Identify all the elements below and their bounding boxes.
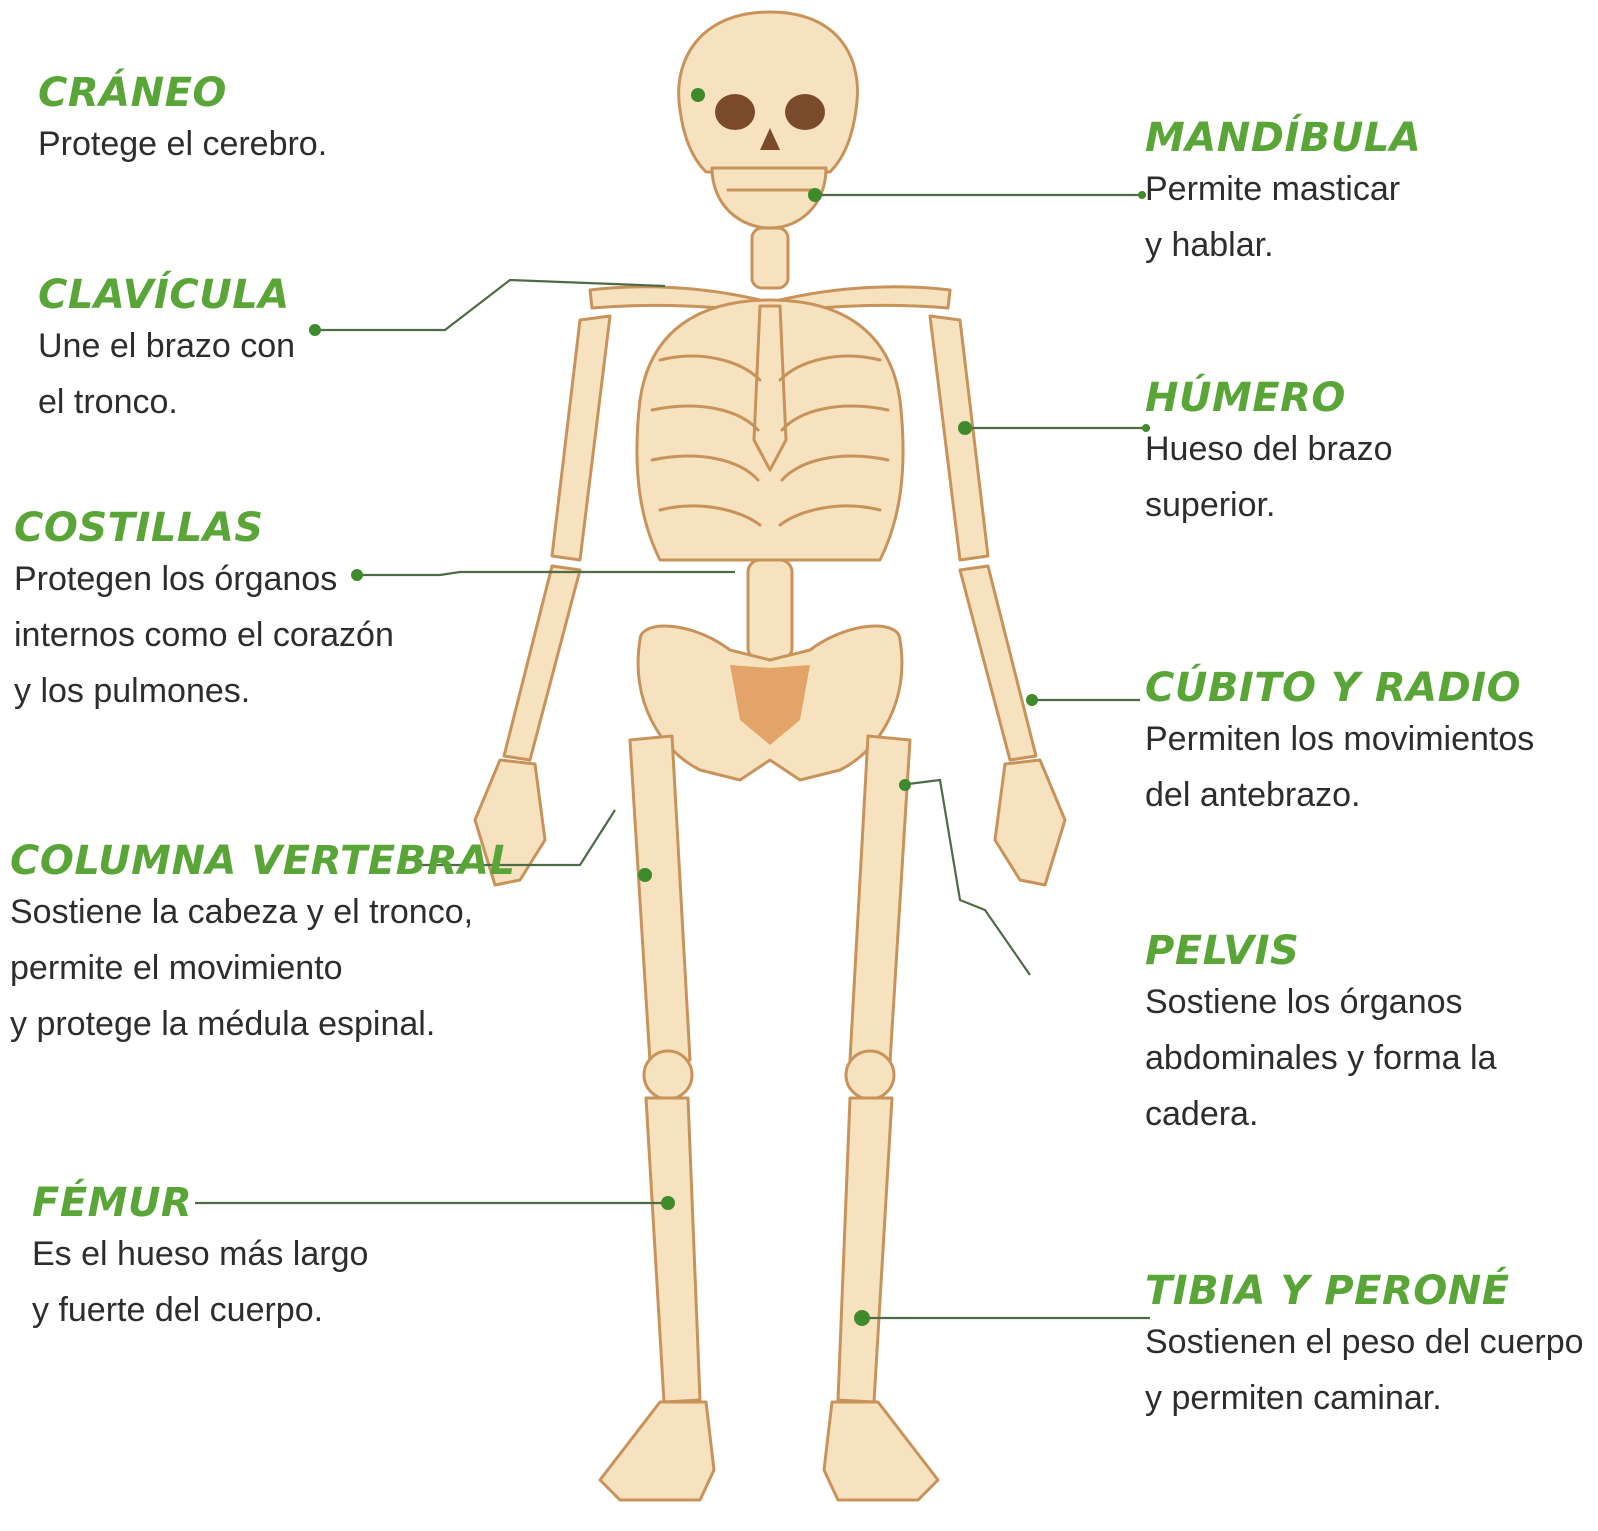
label-femur-desc: Es el hueso más largo y fuerte del cuerp… (32, 1226, 368, 1338)
label-mandibula: MANDÍBULA Permite masticar y hablar. (1145, 115, 1421, 273)
label-clavicula-title: CLAVÍCULA (38, 272, 295, 318)
desc-line: del antebrazo. (1145, 767, 1534, 823)
dot-cubito (1026, 694, 1038, 706)
dot-femur-shaft (638, 868, 652, 882)
label-craneo-desc: Protege el cerebro. (38, 116, 327, 172)
knee-right (846, 1051, 894, 1099)
label-femur: FÉMUR Es el hueso más largo y fuerte del… (32, 1180, 368, 1338)
desc-line: y fuerte del cuerpo. (32, 1282, 368, 1338)
dot-clavicula (309, 324, 321, 336)
tibia-left (646, 1098, 700, 1402)
label-craneo: CRÁNEO Protege el cerebro. (38, 70, 327, 172)
label-pelvis-title: PELVIS (1145, 928, 1497, 974)
desc-line: Permite masticar (1145, 161, 1421, 217)
desc-line: el tronco. (38, 374, 295, 430)
label-mandibula-title: MANDÍBULA (1145, 115, 1421, 161)
tibia-right (838, 1098, 892, 1402)
label-costillas: COSTILLAS Protegen los órganos internos … (14, 505, 394, 719)
eye-socket-right (785, 94, 825, 130)
desc-line: permite el movimiento (10, 940, 515, 996)
desc-line: Sostiene los órganos (1145, 974, 1497, 1030)
label-columna-title: COLUMNA VERTEBRAL (10, 838, 515, 884)
eye-socket-left (715, 94, 755, 130)
desc-line: Protege el cerebro. (38, 116, 327, 172)
dot-humero (958, 421, 972, 435)
desc-line: y protege la médula espinal. (10, 996, 515, 1052)
label-tibia-desc: Sostienen el peso del cuerpo y permiten … (1145, 1314, 1584, 1426)
label-mandibula-desc: Permite masticar y hablar. (1145, 161, 1421, 273)
desc-line: Es el hueso más largo (32, 1226, 368, 1282)
desc-line: cadera. (1145, 1086, 1497, 1142)
hand-right (995, 760, 1065, 885)
dot-pelvis (899, 779, 911, 791)
label-columna-desc: Sostiene la cabeza y el tronco, permite … (10, 884, 515, 1052)
label-cubito: CÚBITO Y RADIO Permiten los movimientos … (1145, 665, 1534, 823)
label-tibia: TIBIA Y PERONÉ Sostienen el peso del cue… (1145, 1268, 1584, 1426)
sternum (754, 306, 786, 470)
desc-line: y permiten caminar. (1145, 1370, 1584, 1426)
desc-line: Protegen los órganos (14, 551, 394, 607)
forearm-left (504, 566, 580, 760)
label-femur-title: FÉMUR (32, 1180, 368, 1226)
cervical-vertebrae (752, 228, 788, 288)
label-cubito-desc: Permiten los movimientos del antebrazo. (1145, 711, 1534, 823)
humerus-left (552, 316, 610, 560)
label-humero-title: HÚMERO (1145, 375, 1393, 421)
desc-line: Sostiene la cabeza y el tronco, (10, 884, 515, 940)
desc-line: Une el brazo con (38, 318, 295, 374)
label-costillas-desc: Protegen los órganos internos como el co… (14, 551, 394, 719)
desc-line: abdominales y forma la (1145, 1030, 1497, 1086)
label-pelvis-desc: Sostiene los órganos abdominales y forma… (1145, 974, 1497, 1142)
knee-left (644, 1051, 692, 1099)
forearm-right (960, 566, 1036, 760)
desc-line: superior. (1145, 477, 1393, 533)
humerus-right (930, 316, 988, 560)
label-cubito-title: CÚBITO Y RADIO (1145, 665, 1534, 711)
bones (475, 12, 1065, 1500)
dot-mandibula (808, 188, 822, 202)
label-tibia-title: TIBIA Y PERONÉ (1145, 1268, 1584, 1314)
label-humero: HÚMERO Hueso del brazo superior. (1145, 375, 1393, 533)
label-costillas-title: COSTILLAS (14, 505, 394, 551)
label-clavicula-desc: Une el brazo con el tronco. (38, 318, 295, 430)
label-craneo-title: CRÁNEO (38, 70, 327, 116)
label-pelvis: PELVIS Sostiene los órganos abdominales … (1145, 928, 1497, 1142)
foot-right (824, 1402, 938, 1500)
desc-line: y hablar. (1145, 217, 1421, 273)
dot-tibia (854, 1310, 870, 1326)
femur-left (630, 736, 690, 1062)
leader-costillas (355, 572, 735, 575)
label-columna: COLUMNA VERTEBRAL Sostiene la cabeza y e… (10, 838, 515, 1052)
desc-line: Sostienen el peso del cuerpo (1145, 1314, 1584, 1370)
desc-line: y los pulmones. (14, 663, 394, 719)
desc-line: Hueso del brazo (1145, 421, 1393, 477)
desc-line: Permiten los movimientos (1145, 711, 1534, 767)
foot-left (600, 1402, 714, 1500)
desc-line: internos como el corazón (14, 607, 394, 663)
label-humero-desc: Hueso del brazo superior. (1145, 421, 1393, 533)
label-clavicula: CLAVÍCULA Une el brazo con el tronco. (38, 272, 295, 430)
dot-craneo (691, 88, 705, 102)
dot-femur (661, 1196, 675, 1210)
lumbar-spine (748, 560, 792, 660)
